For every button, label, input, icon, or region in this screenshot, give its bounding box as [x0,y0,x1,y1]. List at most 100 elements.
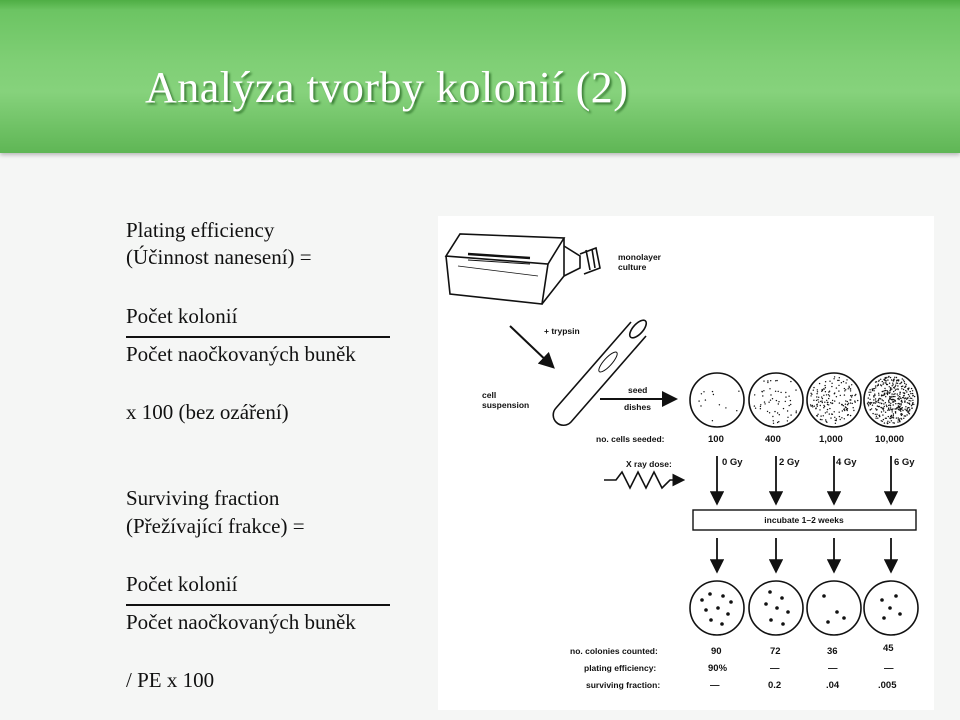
seeded-cell-dot [884,376,886,379]
seeded-cell-dot [892,414,894,417]
seeded-cell-dot [866,402,869,404]
seeded-cell-dot [809,404,812,406]
seeded-cell-dot [887,420,889,422]
seeded-cell-dot [770,380,772,382]
seeded-cell-dot [901,401,903,403]
seeded-cell-dot [889,376,892,379]
seeded-cell-dot [845,389,847,391]
seeded-cell-dot [889,398,891,400]
seeded-cell-dots [698,375,916,425]
seeded-cell-dot [769,399,772,401]
seeded-cell-dot [795,410,797,412]
seeded-cell-dot [787,416,789,418]
seeded-cell-dot [845,400,847,402]
seeded-cell-dot [882,400,884,402]
seeded-cell-dot [875,401,878,403]
dose-3: 6 Gy [894,457,915,468]
cells-seeded-1: 400 [765,434,781,445]
seeded-cell-dot [878,380,880,382]
seeded-cell-dot [889,404,891,406]
seeded-cell-dot [816,405,818,407]
seeded-cell-dot [900,403,902,405]
seeded-cell-dot [826,401,829,404]
seeded-cell-dot [754,407,757,409]
seeded-cell-dot [902,409,904,412]
seeded-cell-dot [907,410,910,412]
title-banner-top-shade [0,0,960,10]
seeded-cell-dot [873,387,875,390]
colony-dish-0gy-icon [689,580,745,636]
seeded-cell-dot [877,401,879,404]
seeded-cell-dot [711,420,714,422]
seeded-cell-dot [880,402,883,405]
seeded-cell-dot [884,402,887,404]
seeded-cell-dot [911,397,913,400]
seeded-cell-dot [884,387,886,390]
seeded-cell-dot [897,395,899,397]
seeded-cell-dot [824,381,827,383]
sf-value-3: .005 [878,680,897,691]
seeded-cell-dot [819,404,821,407]
pe-row-label: plating efficiency: [584,663,656,673]
seeded-cell-dot [848,385,850,387]
seeded-cell-dot [829,380,831,382]
seeded-cell-dot [873,402,875,404]
seeded-cell-dot [849,402,852,404]
seeded-cell-dot [772,420,774,422]
seeded-cell-dot [703,391,705,393]
dose-arrows [709,456,899,506]
cells-seeded-label: no. cells seeded: [596,434,665,444]
xray-wave-icon [604,470,686,490]
seeded-cell-dot [873,390,875,392]
seeded-cell-dot [903,381,905,383]
seeded-cell-dot [854,401,856,403]
seeded-cell-dot [766,410,769,413]
seeded-cell-dot [893,422,895,424]
seeded-cell-dot [774,410,776,413]
seeded-cell-dot [910,387,913,390]
seeded-cell-dot [888,386,890,388]
pe-label-line2: (Účinnost nanesení) = [126,245,312,269]
seeded-cell-dot [900,399,903,402]
seeded-cell-dot [911,390,914,392]
seeded-cell-dot [868,402,871,404]
seeded-cell-dot [776,412,779,414]
pe-label-line1: Plating efficiency [126,218,275,242]
colonies-1: 72 [770,646,781,657]
seeded-cell-dot [883,410,885,412]
seeded-cell-dot [893,393,895,396]
seeded-cell-dot [848,386,850,389]
pe-value-2: — [828,663,838,674]
seeded-cell-dot [890,416,892,418]
seeded-cell-dot [884,382,887,384]
seeded-cell-dot [906,402,909,404]
seeded-cell-dot [824,391,827,393]
seeded-cell-dot [834,419,836,422]
seeded-cell-dot [820,400,822,403]
seeded-cell-dot [821,396,823,398]
seeded-cell-dot [890,379,893,381]
seeded-cell-dot [883,403,885,405]
seeded-cell-dot [774,390,777,392]
seeded-cell-dot [835,418,838,420]
seeded-cell-dot [891,393,893,395]
seeded-cell-dot [880,420,882,422]
seeded-cell-dot [912,395,914,397]
seeded-cell-dot [909,408,911,411]
seeded-cell-dot [759,408,762,410]
seeded-cell-dot [888,401,890,404]
seeded-cell-dot [828,413,830,415]
seeded-cell-dot [843,387,846,390]
seeded-cell-dot [772,415,774,418]
seeded-cell-dot [764,403,766,405]
seeded-cell-dot [881,408,884,410]
seeded-cell-dot [878,394,880,396]
seeded-cell-dot [904,408,906,410]
seeded-cell-dot [704,399,707,401]
monolayer-label-line1: monolayer [618,252,662,262]
seeded-cell-dot [841,403,843,406]
seeded-cell-dot [795,412,797,414]
seeded-cell-dot [894,376,896,378]
seeded-dish-400-icon [748,372,804,428]
pe-fraction-bar [126,336,390,338]
